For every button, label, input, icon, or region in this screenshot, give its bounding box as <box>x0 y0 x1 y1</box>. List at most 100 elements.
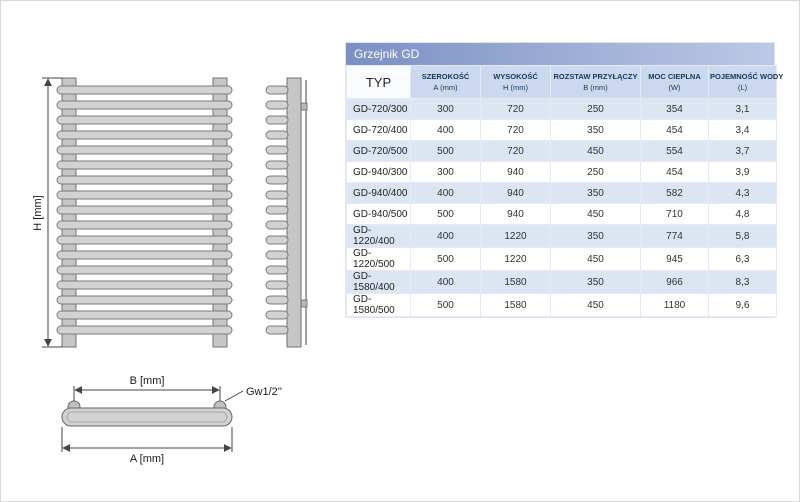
cell-typ: GD-720/400 <box>346 119 411 141</box>
radiator-tube-side <box>265 280 289 290</box>
col-header-label: SZEROKOŚĆ <box>421 72 470 81</box>
table-title: Grzejnik GD <box>346 43 774 65</box>
radiator-tube <box>56 265 233 275</box>
radiator-tube-side <box>265 205 289 215</box>
header-row: TYP SZEROKOŚĆ A (mm) WYSOKOŚĆ H (mm) ROZ… <box>346 65 784 99</box>
table-cell: 940 <box>480 182 551 204</box>
cell-typ: GD-940/500 <box>346 203 411 225</box>
table-cell: 350 <box>550 119 641 141</box>
table-cell: 9,6 <box>708 293 777 317</box>
table-cell: 500 <box>410 293 481 317</box>
table-cell: 350 <box>550 224 641 248</box>
plan-tube <box>61 407 233 427</box>
table-cell: 582 <box>640 182 709 204</box>
table-cell: 1180 <box>640 293 709 317</box>
radiator-tube-side <box>265 250 289 260</box>
table-cell: 710 <box>640 203 709 225</box>
wall-bracket <box>300 102 308 111</box>
table-cell: 774 <box>640 224 709 248</box>
wall-bracket <box>300 299 308 308</box>
table-cell: 500 <box>410 203 481 225</box>
radiator-tube-side <box>265 235 289 245</box>
radiator-tube <box>56 115 233 125</box>
radiator-tube <box>56 130 233 140</box>
plan-view <box>61 400 233 427</box>
col-header-wysokosc: WYSOKOŚĆ H (mm) <box>480 65 551 99</box>
front-view <box>56 77 233 348</box>
table-cell: 3,9 <box>708 161 777 183</box>
radiator-tube-side <box>265 85 289 95</box>
side-view <box>265 77 308 348</box>
table-cell: 300 <box>410 161 481 183</box>
radiator-tube <box>56 250 233 260</box>
table-cell: 5,8 <box>708 224 777 248</box>
radiator-tube-side <box>265 325 289 335</box>
col-header-label: POJEMNOŚĆ WODY <box>710 72 784 81</box>
table-cell: 400 <box>410 270 481 294</box>
table-cell: 1580 <box>480 270 551 294</box>
table-cell: 3,4 <box>708 119 777 141</box>
table-cell: 500 <box>410 247 481 271</box>
table-cell: 354 <box>640 98 709 120</box>
cell-typ: GD-1580/400 <box>346 270 411 294</box>
table-cell: 500 <box>410 140 481 162</box>
table-cell: 6,3 <box>708 247 777 271</box>
radiator-tube-side <box>265 295 289 305</box>
radiator-tube-side <box>265 265 289 275</box>
table-cell: 3,1 <box>708 98 777 120</box>
col-header-szerokosc: SZEROKOŚĆ A (mm) <box>410 65 481 99</box>
col-header-sub: (W) <box>668 83 681 92</box>
col-header-label: TYP <box>365 74 392 90</box>
table-cell: 454 <box>640 161 709 183</box>
radiator-tube-side <box>265 160 289 170</box>
cell-typ: GD-1580/500 <box>346 293 411 317</box>
cell-typ: GD-940/300 <box>346 161 411 183</box>
col-header-typ: TYP <box>346 65 411 99</box>
thread-callout: Gw1/2'' <box>224 386 282 402</box>
table-cell: 450 <box>550 247 641 271</box>
radiator-tube <box>56 235 233 245</box>
table-cell: 940 <box>480 203 551 225</box>
table-cell: 966 <box>640 270 709 294</box>
radiator-tube-side <box>265 220 289 230</box>
table-cell: 720 <box>480 119 551 141</box>
table-cell: 1220 <box>480 224 551 248</box>
col-header-label: MOC CIEPLNA <box>648 72 701 81</box>
radiator-tube <box>56 160 233 170</box>
h-dimension-label: H [mm] <box>32 195 44 230</box>
radiator-tube-side <box>265 310 289 320</box>
b-dimension-label: B [mm] <box>130 375 165 387</box>
radiator-tube-side <box>265 100 289 110</box>
radiator-tube <box>56 205 233 215</box>
table-cell: 720 <box>480 98 551 120</box>
col-header-moc: MOC CIEPLNA (W) <box>640 65 709 99</box>
table-cell: 400 <box>410 182 481 204</box>
col-header-sub: H (mm) <box>503 83 528 92</box>
col-header-rozstaw: ROZSTAW PRZYŁĄCZY B (mm) <box>550 65 641 99</box>
radiator-tube <box>56 175 233 185</box>
radiator-tube <box>56 85 233 95</box>
table-cell: 554 <box>640 140 709 162</box>
dimension-b: B [mm] <box>73 375 221 401</box>
table-cell: 720 <box>480 140 551 162</box>
table-cell: 250 <box>550 161 641 183</box>
col-header-sub: B (mm) <box>583 83 608 92</box>
table-cell: 4,8 <box>708 203 777 225</box>
table-cell: 450 <box>550 293 641 317</box>
front-tubes <box>56 85 233 335</box>
cell-typ: GD-720/500 <box>346 140 411 162</box>
table-cell: 454 <box>640 119 709 141</box>
radiator-tube-side <box>265 145 289 155</box>
spec-table: Grzejnik GD TYP SZEROKOŚĆ A (mm) WYSOKOŚ… <box>345 42 784 318</box>
side-tubes <box>265 85 289 335</box>
table-cell: 400 <box>410 119 481 141</box>
cell-typ: GD-1220/400 <box>346 224 411 248</box>
thread-label: Gw1/2'' <box>246 386 282 398</box>
